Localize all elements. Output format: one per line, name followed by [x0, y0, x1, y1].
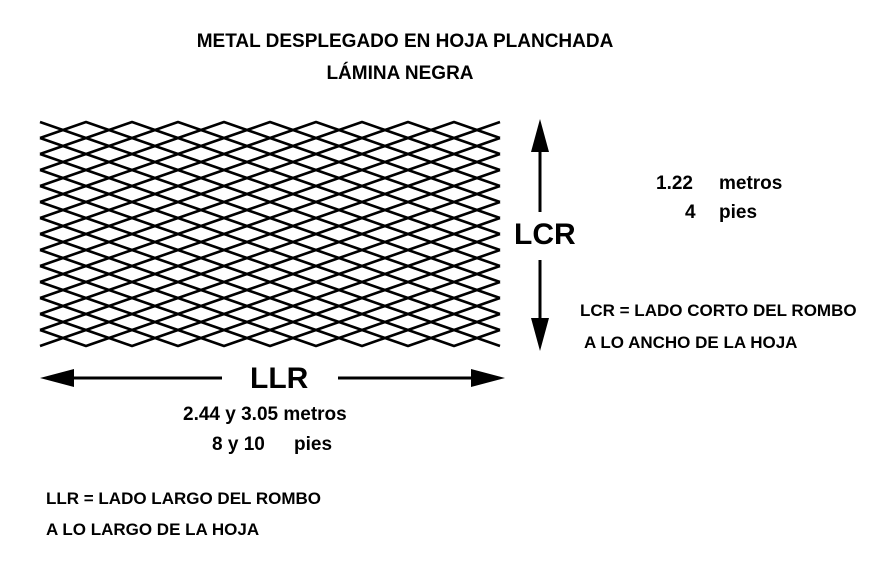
llr-definition-line-1: LLR = LADO LARGO DEL ROMBO [46, 489, 321, 508]
expanded-metal-mesh [39, 120, 501, 348]
mesh-strand [39, 304, 501, 316]
lcr-arrow-up-head [531, 119, 549, 152]
width-pies-unit: pies [719, 202, 758, 223]
lcr-definition-line-1: LCR = LADO CORTO DEL ROMBO [580, 301, 857, 320]
llr-arrow [40, 369, 505, 387]
mesh-strand [39, 120, 501, 132]
mesh-strand [39, 192, 501, 204]
width-pies-value: 4 [685, 202, 696, 223]
mesh-strand [39, 176, 501, 188]
llr-arrow-right-head [471, 369, 505, 387]
mesh-strand [39, 336, 501, 348]
lcr-label: LCR [514, 218, 576, 251]
mesh-strand [39, 320, 501, 332]
lcr-arrow [531, 119, 549, 351]
lcr-definition-line-2: A LO ANCHO DE LA HOJA [584, 333, 798, 352]
width-metros-unit: metros [719, 173, 783, 194]
length-pies-unit: pies [294, 434, 333, 455]
width-metros-value: 1.22 [656, 173, 693, 194]
mesh-strand [39, 128, 501, 140]
length-metros-text: 2.44 y 3.05 metros [183, 404, 347, 425]
mesh-strand [39, 224, 501, 236]
llr-label: LLR [250, 362, 309, 395]
llr-arrow-left-head [40, 369, 74, 387]
mesh-strand [39, 144, 501, 156]
length-pies-value: 8 y 10 [212, 434, 265, 455]
title-line-1: METAL DESPLEGADO EN HOJA PLANCHADA [196, 31, 614, 52]
title-line-2: LÁMINA NEGRA [326, 63, 474, 84]
mesh-strand [39, 288, 501, 300]
mesh-strand [39, 240, 501, 252]
llr-definition-line-2: A LO LARGO DE LA HOJA [46, 520, 260, 539]
mesh-strand [39, 256, 501, 268]
mesh-strand [39, 160, 501, 172]
mesh-strand [39, 272, 501, 284]
mesh-strand [39, 208, 501, 220]
lcr-arrow-down-head [531, 318, 549, 351]
